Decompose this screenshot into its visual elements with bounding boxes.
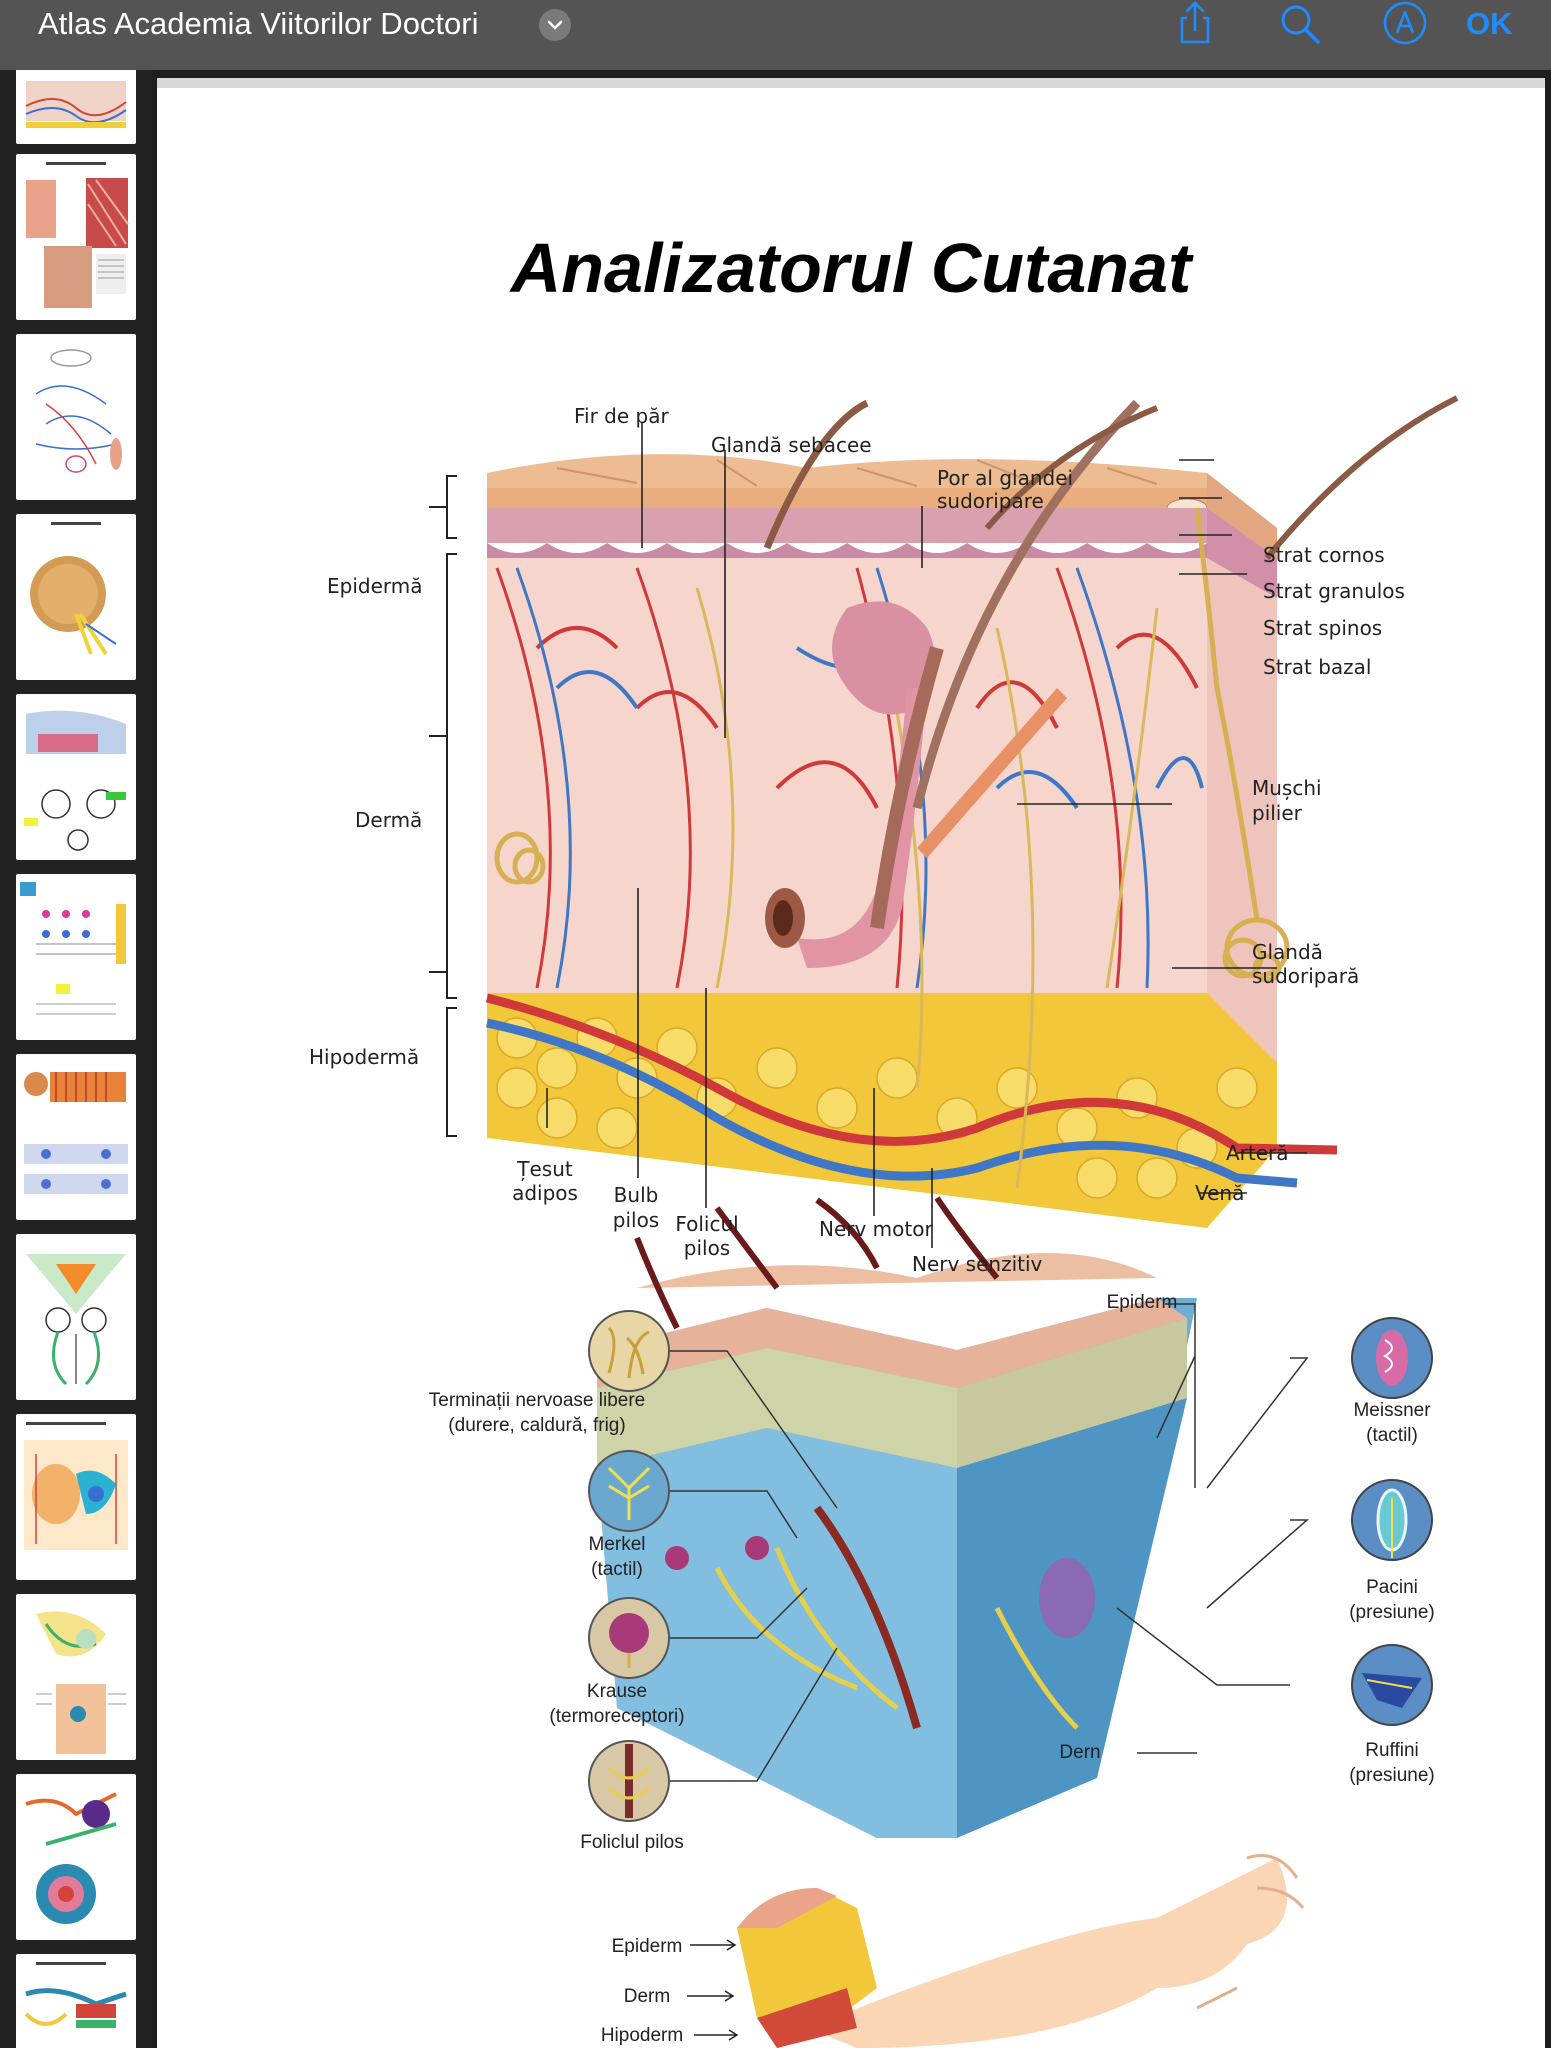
- label-nerv-senzitiv: Nerv senzitiv: [912, 1252, 1043, 1276]
- page-edge: [157, 78, 1545, 88]
- krause-receptor-icon: [588, 1597, 670, 1679]
- top-toolbar: Atlas Academia Viitorilor Doctori OK: [0, 0, 1551, 70]
- page-thumbnail[interactable]: [16, 1954, 136, 2048]
- label-folicul-line2: pilos: [683, 1236, 731, 1260]
- label-ruffini-line2: (presiune): [1349, 1765, 1435, 1786]
- page-thumbnail[interactable]: [16, 70, 136, 144]
- merkel-receptor-icon: [588, 1450, 670, 1532]
- label-krause-line2: (termoreceptori): [549, 1706, 685, 1727]
- pacini-receptor-icon: [1351, 1479, 1433, 1561]
- label-derm-fig3: Derm: [623, 1986, 671, 2007]
- label-glanda-sebacee: Glandă sebacee: [711, 433, 872, 457]
- label-por-line1: Por al glandei: [937, 466, 1074, 490]
- label-tesut-line1: Țesut: [517, 1157, 573, 1181]
- chevron-down-icon[interactable]: [539, 9, 571, 41]
- label-terminatii-line1: Terminații nervoase libere: [428, 1390, 646, 1411]
- label-epiderm-fig2: Epiderm: [1106, 1292, 1178, 1313]
- label-bulb-line2: pilos: [612, 1208, 660, 1232]
- label-pacini-line2: (presiune): [1349, 1602, 1435, 1623]
- page-thumbnail[interactable]: [16, 334, 136, 500]
- label-ruffini-line1: Ruffini: [1365, 1740, 1419, 1761]
- meissner-receptor-icon: [1351, 1317, 1433, 1399]
- label-nerv-motor: Nerv motor: [819, 1217, 933, 1241]
- document-page: Analizatorul Cutanat: [157, 88, 1545, 2048]
- page-thumbnail[interactable]: [16, 1774, 136, 1940]
- label-terminatii-line2: (durere, caldură, frig): [448, 1415, 626, 1436]
- page-thumbnail[interactable]: [16, 874, 136, 1040]
- label-bulb-line1: Bulb: [613, 1183, 659, 1207]
- page-thumbnail[interactable]: [16, 1414, 136, 1580]
- label-artera: Arteră: [1226, 1141, 1289, 1165]
- page-thumbnail[interactable]: [16, 694, 136, 860]
- page-thumbnail[interactable]: [16, 1594, 136, 1760]
- label-pacini-line1: Pacini: [1366, 1577, 1418, 1598]
- label-fir-de-par: Fir de păr: [574, 404, 669, 428]
- done-button[interactable]: OK: [1466, 6, 1513, 41]
- label-merkel-line2: (tactil): [591, 1559, 643, 1580]
- free-nerve-endings-icon: [588, 1310, 670, 1392]
- label-hipoderm-fig3: Hipoderm: [600, 2025, 684, 2046]
- document-title[interactable]: Atlas Academia Viitorilor Doctori: [38, 6, 479, 41]
- label-por-line2: sudoripare: [937, 489, 1044, 513]
- label-epiderma: Epidermă: [327, 574, 423, 598]
- label-muschi-line2: pilier: [1252, 801, 1302, 825]
- label-strat-spinos: Strat spinos: [1263, 616, 1383, 640]
- label-epiderm-fig3: Epiderm: [611, 1936, 683, 1957]
- label-muschi-line1: Mușchi: [1252, 776, 1322, 800]
- page-thumbnail-sidebar[interactable]: [0, 70, 152, 2048]
- page-thumbnail[interactable]: [16, 1234, 136, 1400]
- page-thumbnail[interactable]: [16, 1054, 136, 1220]
- label-strat-granulos: Strat granulos: [1263, 579, 1405, 603]
- label-derm-fig2: Dern: [1059, 1742, 1101, 1763]
- label-merkel-line1: Merkel: [588, 1534, 646, 1555]
- page-thumbnail[interactable]: [16, 514, 136, 680]
- share-icon[interactable]: [1172, 0, 1218, 46]
- label-tesut-line2: adipos: [512, 1181, 578, 1205]
- label-vena: Venă: [1195, 1181, 1245, 1205]
- label-glanda-sud-line1: Glandă: [1252, 940, 1323, 964]
- page-title: Analizatorul Cutanat: [510, 229, 1192, 307]
- label-derma: Dermă: [355, 808, 423, 832]
- page-thumbnail[interactable]: [16, 154, 136, 320]
- label-folicul-pilos: Foliclul pilos: [580, 1832, 684, 1853]
- search-icon[interactable]: [1276, 0, 1322, 46]
- label-hipoderma: Hipodermă: [309, 1045, 420, 1069]
- label-glanda-sud-line2: sudoripară: [1252, 964, 1360, 988]
- label-folicul-line1: Folicul: [675, 1212, 739, 1236]
- label-strat-bazal: Strat bazal: [1263, 655, 1372, 679]
- label-strat-cornos: Strat cornos: [1263, 543, 1385, 567]
- label-krause-line1: Krause: [586, 1681, 648, 1702]
- markup-icon[interactable]: [1382, 0, 1428, 46]
- label-meissner-line1: Meissner: [1353, 1400, 1431, 1421]
- label-meissner-line2: (tactil): [1366, 1425, 1418, 1446]
- hair-follicle-receptor-icon: [588, 1740, 670, 1822]
- skin-cross-section-illustration: [429, 395, 1459, 2048]
- ruffini-receptor-icon: [1351, 1644, 1433, 1726]
